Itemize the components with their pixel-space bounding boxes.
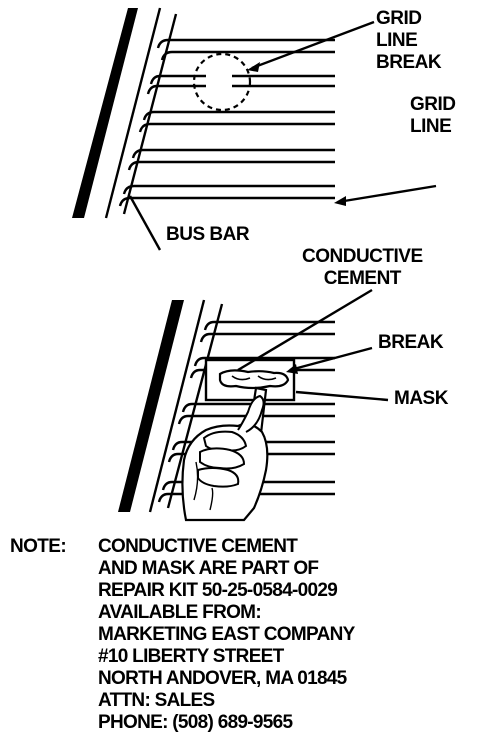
label-mask: MASK	[394, 388, 448, 409]
arrowhead	[334, 196, 346, 206]
note-line: PHONE: (508) 689-9565	[98, 712, 293, 733]
grid-line	[189, 368, 335, 379]
note-line: AND MASK ARE PART OF	[98, 558, 319, 579]
glass-edge	[148, 299, 206, 513]
finger	[197, 467, 240, 488]
grid-line	[122, 184, 335, 195]
leader-mask	[295, 390, 389, 402]
thumb	[237, 394, 265, 433]
note-line: MARKETING EAST COMPANY	[98, 624, 355, 645]
grid-line	[171, 440, 335, 451]
grid-line	[157, 492, 335, 503]
bottom-panel	[118, 288, 389, 522]
hand-shading	[193, 461, 214, 511]
grid-line	[199, 332, 335, 343]
arrowhead	[247, 62, 260, 72]
arrowhead	[286, 364, 298, 374]
cement-detail	[257, 375, 277, 381]
note-line: AVAILABLE FROM:	[98, 602, 262, 623]
break-circle	[192, 52, 252, 112]
grid-line	[138, 122, 335, 133]
grid-line	[193, 356, 335, 367]
label-bus-bar: BUS BAR	[166, 224, 250, 245]
note-line: ATTN: SALES	[98, 690, 215, 711]
grid-line	[167, 452, 335, 463]
leader-conductive-cement	[237, 288, 373, 372]
frame-edge	[118, 300, 184, 512]
grid-line	[177, 414, 335, 425]
conductive-cement	[218, 369, 290, 390]
note-line: CONDUCTIVE CEMENT	[98, 536, 298, 557]
leader-grid-line-break	[251, 20, 375, 70]
glass-edge	[104, 7, 162, 219]
grid-line	[203, 320, 335, 331]
note-key: NOTE:	[10, 536, 67, 557]
leader-grid-line	[337, 184, 437, 204]
grid-line	[127, 160, 335, 171]
grid-line	[160, 50, 335, 61]
cement-detail	[231, 375, 251, 381]
top-panel	[72, 7, 437, 251]
label-break: BREAK	[378, 332, 444, 353]
label-grid-line-break: GRID LINE BREAK	[376, 8, 442, 73]
note-text: CONDUCTIVE CEMENT AND MASK ARE PART OF R…	[98, 536, 355, 734]
grid-line	[131, 148, 335, 159]
leader-bus-bar	[128, 195, 162, 251]
bus-bar	[122, 13, 178, 215]
leader-break	[289, 346, 373, 372]
note-line: NORTH ANDOVER, MA 01845	[98, 668, 347, 689]
grid-line	[118, 196, 335, 207]
label-grid-line: GRID LINE	[410, 94, 456, 137]
bus-bar	[166, 303, 224, 509]
note-line: REPAIR KIT 50-25-0584-0029	[98, 580, 338, 601]
grid-line	[156, 38, 335, 49]
grid-line	[161, 480, 335, 491]
grid-line	[181, 402, 335, 413]
frame-edge	[72, 8, 138, 218]
note-line: #10 LIBERTY STREET	[98, 646, 284, 667]
grid-line	[142, 110, 335, 121]
label-conductive-cement: CONDUCTIVE CEMENT	[302, 246, 423, 289]
